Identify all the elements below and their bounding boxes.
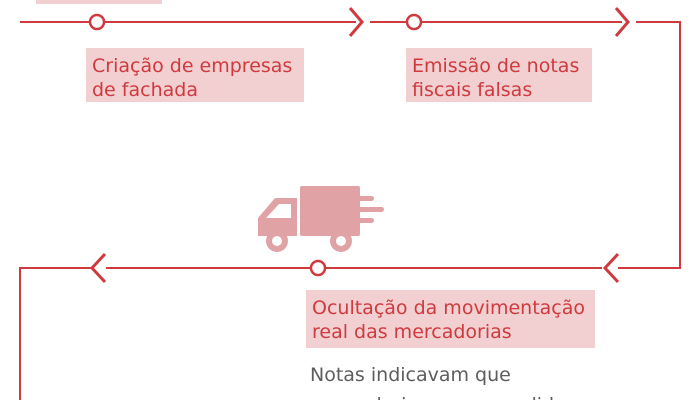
chevron-right-icon: [348, 7, 364, 37]
step-label-line: Criação de empresas: [92, 55, 293, 77]
step-label-hidden-movement: Ocultação da movimentação real das merca…: [306, 290, 595, 348]
step-label-fake-invoices: Emissão de notas fiscais falsas: [406, 48, 592, 102]
truck-icon: [258, 186, 384, 252]
step-label-line: Emissão de notas: [412, 55, 580, 77]
chevron-right-icon: [614, 7, 630, 37]
step-note-line: mercadorias eram vendidas: [310, 390, 630, 400]
chevron-left-icon: [89, 252, 107, 284]
step-label-line: Ocultação da movimentação: [312, 297, 586, 319]
step-label-line: de fachada: [92, 79, 198, 101]
step-label-line: fiscais falsas: [412, 79, 533, 101]
step-label-fake-companies: Criação de empresas de fachada: [86, 48, 304, 102]
timeline-node-icon: [405, 13, 423, 31]
flow-line-right-connector: [618, 21, 681, 269]
step-note: Notas indicavam que mercadorias eram ven…: [310, 360, 630, 400]
timeline-node-icon: [309, 259, 327, 277]
chevron-left-icon: [602, 252, 620, 284]
timeline-node-icon: [88, 13, 106, 31]
previous-step-label-fragment: [36, 0, 162, 4]
step-note-line: Notas indicavam que: [310, 364, 511, 386]
flow-line-left-connector: [19, 267, 92, 400]
step-label-line: real das mercadorias: [312, 321, 512, 343]
